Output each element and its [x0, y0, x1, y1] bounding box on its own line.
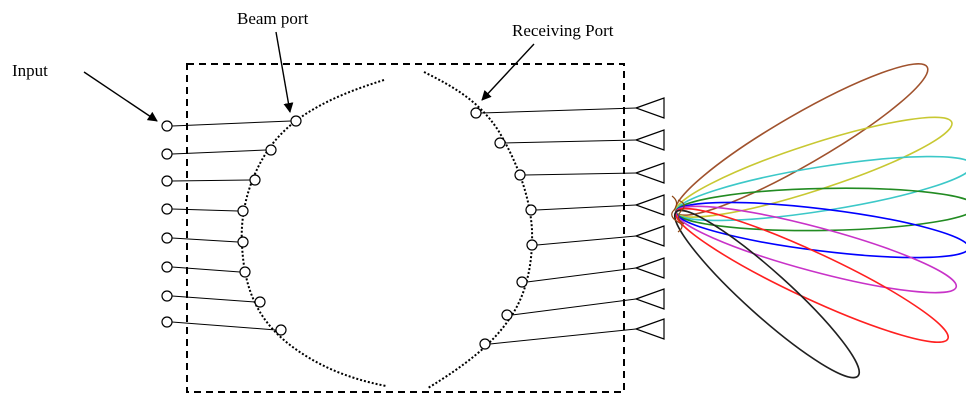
antenna-element	[634, 162, 665, 184]
receiving-port	[479, 338, 491, 350]
input-port	[161, 316, 173, 328]
beam-port-label: Beam port	[237, 9, 309, 28]
receiving-port	[494, 137, 506, 149]
beam-port	[290, 115, 302, 127]
antenna-element	[634, 257, 665, 279]
receiving-port	[514, 169, 526, 181]
beam-lobe	[673, 209, 861, 379]
input-port	[161, 120, 173, 132]
antenna-element	[634, 194, 665, 216]
beam-port-arrow	[275, 31, 294, 113]
receiving-port	[526, 239, 538, 251]
receiving-port	[516, 276, 528, 288]
receiving-port	[525, 204, 537, 216]
lens-boundary-box	[186, 63, 625, 393]
beam-contour	[240, 79, 387, 387]
input-port	[161, 290, 173, 302]
sidelobe-cluster	[671, 195, 685, 233]
input-arrow	[83, 71, 158, 122]
receiving-lines	[480, 107, 637, 345]
beam-port	[254, 296, 266, 308]
antenna-array	[634, 97, 665, 340]
beam-lobe	[674, 63, 929, 216]
receiving-port	[501, 309, 513, 321]
array-contour	[423, 71, 534, 389]
radiation-pattern	[671, 63, 966, 379]
input-port	[161, 232, 173, 244]
input-port	[161, 261, 173, 273]
beam-port	[239, 266, 251, 278]
antenna-element	[634, 318, 665, 340]
input-lines	[171, 120, 292, 331]
input-port	[161, 203, 173, 215]
receiving-ports	[470, 107, 538, 350]
beam-port	[249, 174, 261, 186]
input-ports	[161, 120, 173, 328]
beam-port	[265, 144, 277, 156]
receiving-port-label: Receiving Port	[512, 21, 614, 40]
antenna-element	[634, 129, 665, 151]
input-port	[161, 148, 173, 160]
beam-port	[237, 205, 249, 217]
beam-port	[275, 324, 287, 336]
antenna-element	[634, 225, 665, 247]
input-port	[161, 175, 173, 187]
beam-ports	[237, 115, 302, 336]
beam-port	[237, 236, 249, 248]
input-label: Input	[12, 61, 48, 80]
antenna-element	[634, 97, 665, 119]
receiving-port	[470, 107, 482, 119]
antenna-element	[634, 288, 665, 310]
receiving-port-arrow	[481, 43, 535, 101]
